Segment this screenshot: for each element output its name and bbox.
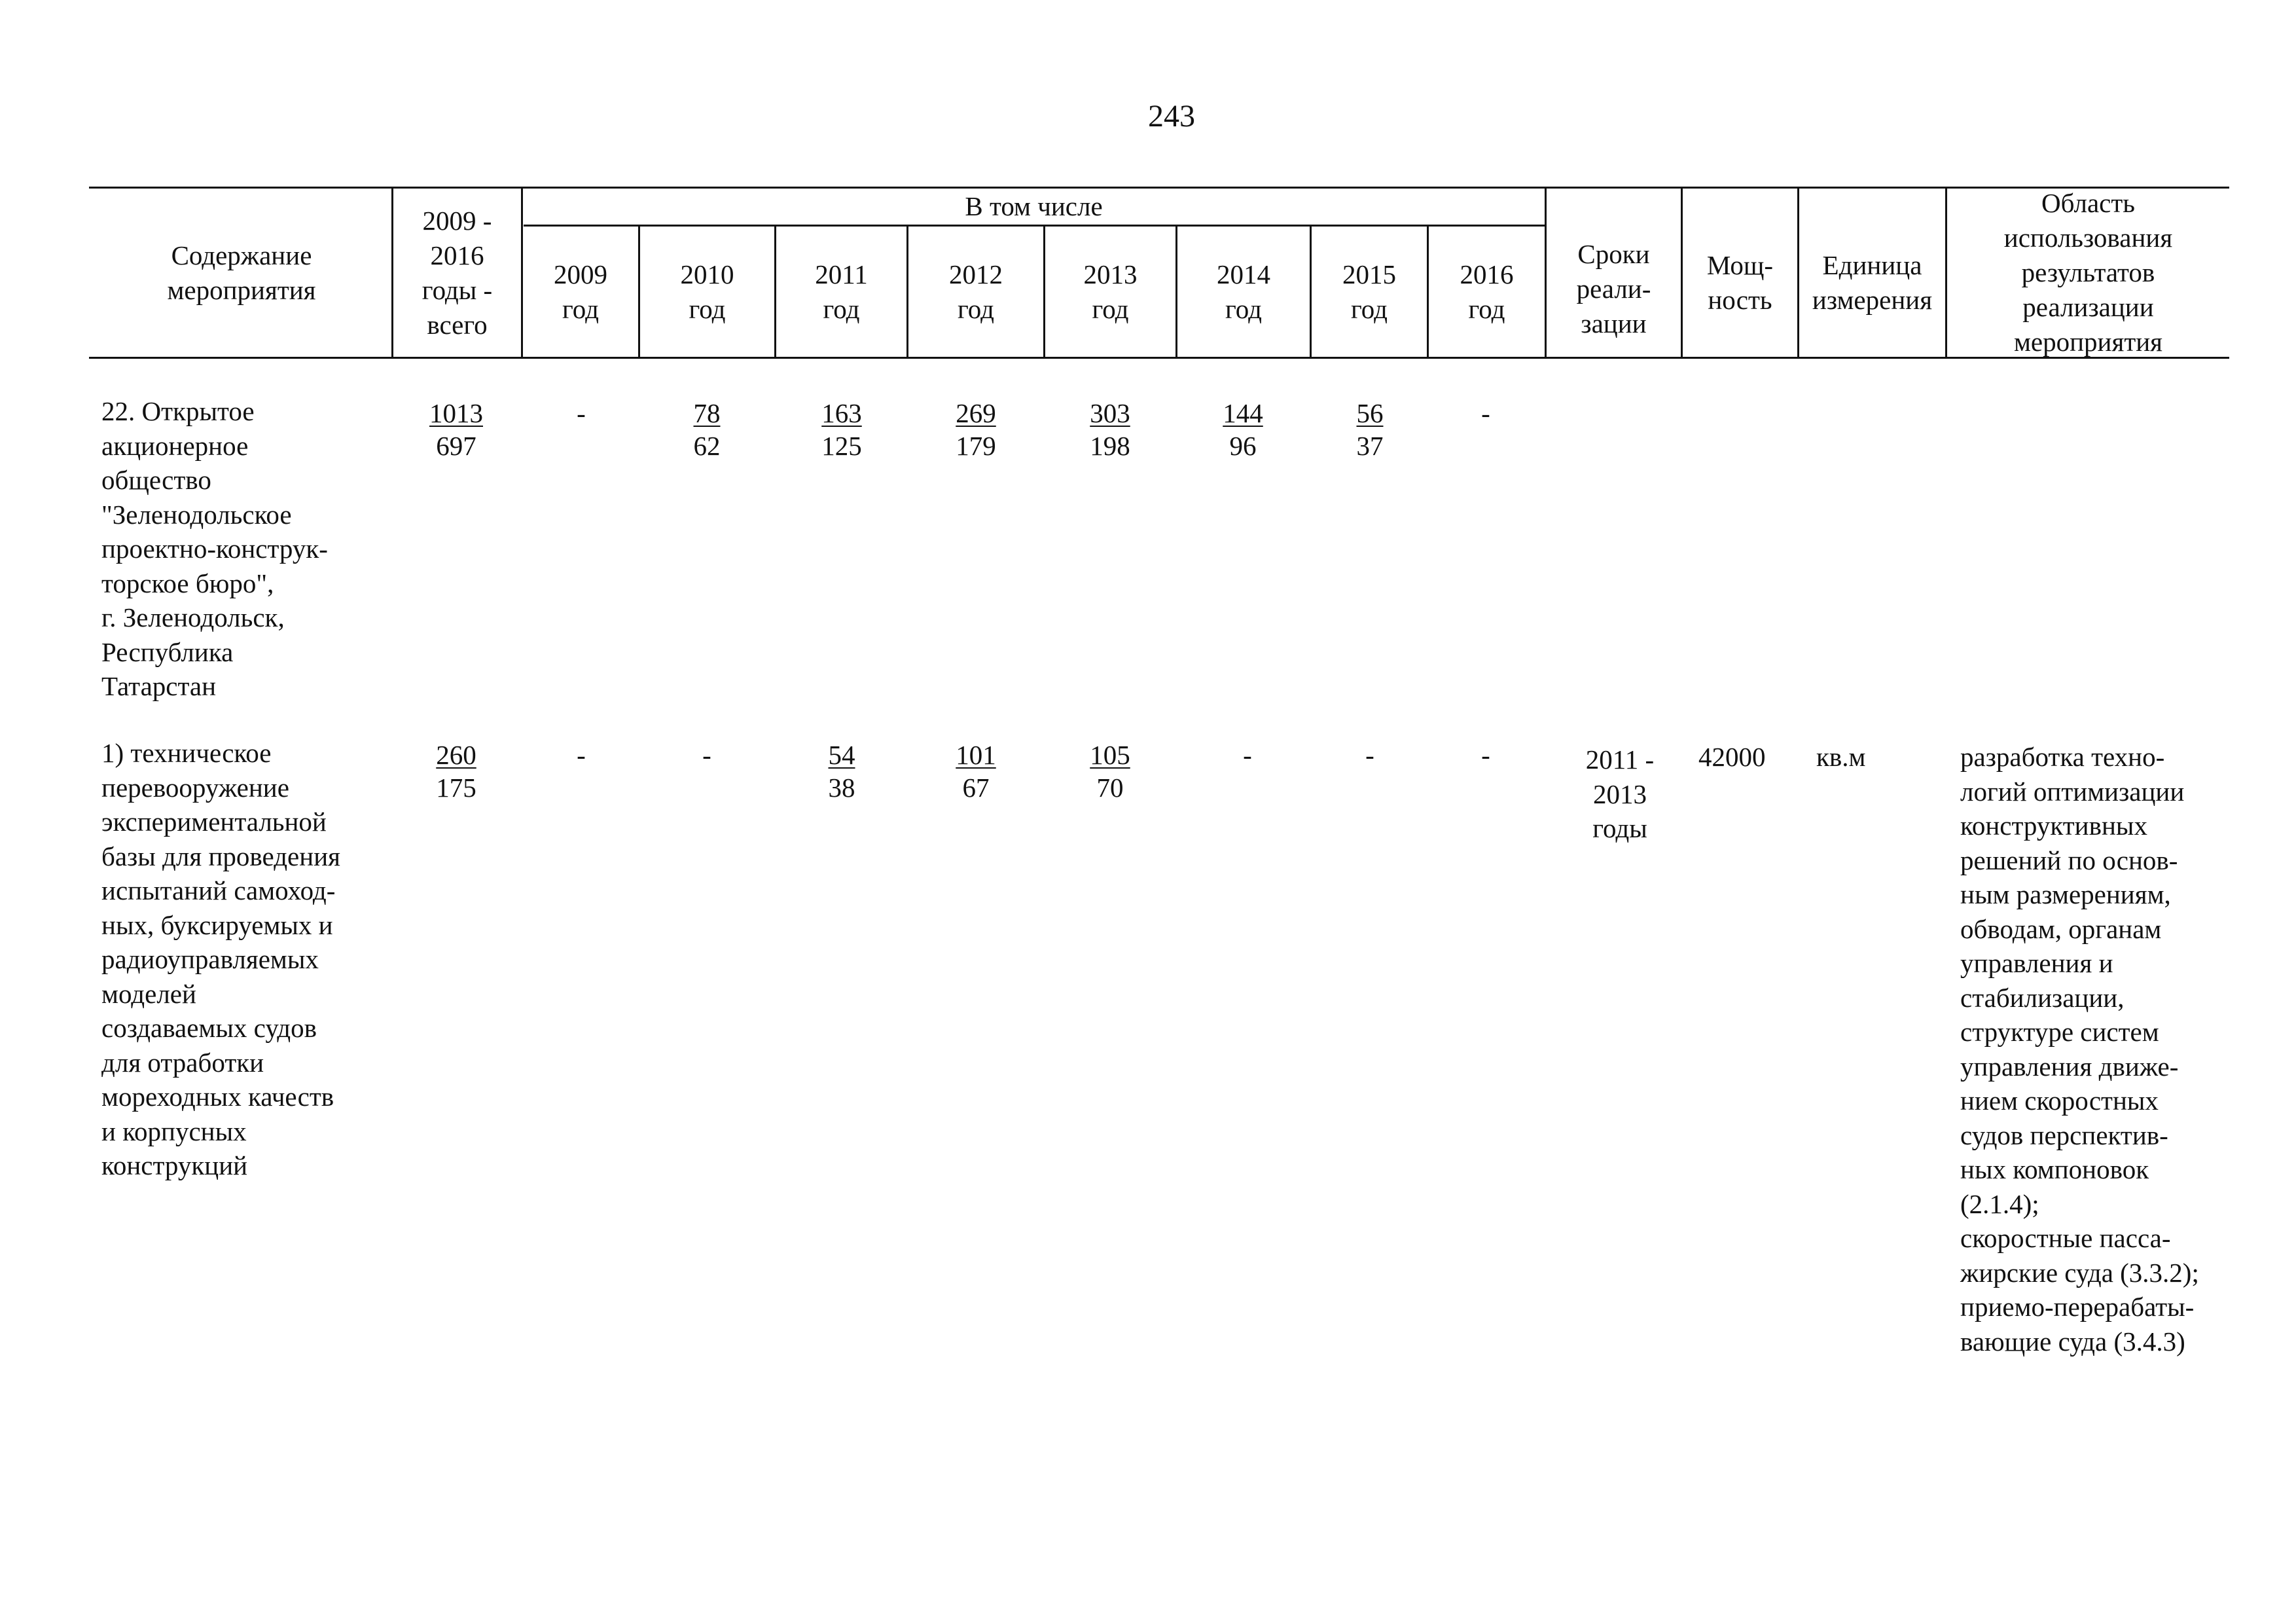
value-bottom: 125 — [821, 431, 862, 461]
year-2016-cell: - — [1481, 398, 1490, 428]
year-unit: год — [823, 293, 860, 324]
value-bottom: 38 — [828, 773, 855, 803]
header-unit: Единица измерения — [1812, 249, 1933, 315]
year-unit: год — [562, 293, 599, 324]
year-label: 2012 — [949, 259, 1003, 289]
value-bottom: 175 — [436, 773, 476, 803]
year-2012-cell: 269 179 — [937, 397, 1015, 462]
col-divider — [1427, 225, 1429, 358]
header-year-2009: 2009 год — [523, 227, 638, 357]
year-2010-cell: - — [702, 740, 711, 770]
header-total: 2009 - 2016 годы - всего — [422, 205, 493, 340]
row-content: 1) техническое перевооружение эксперимен… — [101, 738, 340, 1180]
year-2013-cell: 303 198 — [1071, 397, 1149, 462]
year-label: 2010 — [680, 259, 734, 289]
header-year-2010: 2010 год — [640, 227, 774, 357]
capacity-cell: 42000 — [1698, 742, 1766, 772]
year-2013-cell: 105 70 — [1071, 739, 1149, 804]
year-unit: год — [689, 293, 726, 324]
year-label: 2016 — [1460, 259, 1514, 289]
col-divider — [521, 187, 523, 358]
header-capacity: Мощ- ность — [1706, 249, 1774, 315]
value-bottom: 198 — [1090, 431, 1130, 461]
value-bottom: 179 — [956, 431, 996, 461]
year-2010-cell: 78 62 — [668, 397, 746, 462]
total-cell: 1013 697 — [417, 397, 495, 462]
header-year-2016: 2016 год — [1429, 227, 1545, 357]
year-label: 2013 — [1083, 259, 1138, 289]
value-top: 260 — [436, 740, 476, 770]
header-year-2013: 2013 год — [1045, 227, 1175, 357]
table-top-rule — [89, 187, 2229, 189]
col-divider — [774, 225, 776, 358]
year-2014-cell: 144 96 — [1204, 397, 1282, 462]
value-top: 54 — [828, 740, 855, 770]
row-content: 22. Открытое акционерное общество "Зелен… — [101, 396, 328, 701]
col-divider — [391, 187, 393, 358]
value-top: 144 — [1223, 398, 1263, 428]
col-divider — [638, 225, 640, 358]
value-bottom: 70 — [1096, 773, 1124, 803]
year-2014-cell: - — [1243, 740, 1252, 770]
year-2011-cell: 54 38 — [802, 739, 881, 804]
header-year-2015: 2015 год — [1312, 227, 1427, 357]
year-label: 2014 — [1217, 259, 1270, 289]
header-content: Содержание мероприятия — [167, 240, 316, 305]
col-divider — [1043, 225, 1045, 358]
header-year-2014: 2014 год — [1177, 227, 1310, 357]
year-unit: год — [1468, 293, 1505, 324]
year-unit: год — [958, 293, 994, 324]
value-bottom: 62 — [693, 431, 721, 461]
header-year-2012: 2012 год — [908, 227, 1043, 357]
col-divider — [1545, 187, 1547, 358]
col-divider — [906, 225, 908, 358]
header-terms: Сроки реали- зации — [1576, 239, 1651, 338]
header-year-2011: 2011 год — [776, 227, 906, 357]
year-2015-cell: - — [1365, 740, 1374, 770]
value-top: 1013 — [429, 398, 483, 428]
col-divider — [1681, 187, 1683, 358]
col-divider — [1310, 225, 1312, 358]
year-unit: год — [1351, 293, 1388, 324]
value-top: 78 — [693, 398, 721, 428]
col-divider — [1797, 187, 1799, 358]
year-2012-cell: 101 67 — [937, 739, 1015, 804]
group-header-rule — [524, 225, 1545, 227]
value-top: 163 — [821, 398, 862, 428]
year-label: 2009 — [554, 259, 607, 289]
year-2009-cell: - — [577, 398, 586, 428]
unit-cell: кв.м — [1816, 742, 1866, 772]
value-top: 105 — [1090, 740, 1130, 770]
value-top: 101 — [956, 740, 996, 770]
value-bottom: 697 — [436, 431, 476, 461]
total-cell: 260 175 — [417, 739, 495, 804]
header-area: Область использования результатов реализ… — [2003, 188, 2173, 357]
year-2009-cell: - — [577, 740, 586, 770]
col-divider — [1945, 187, 1947, 358]
value-top: 56 — [1356, 398, 1384, 428]
year-2011-cell: 163 125 — [802, 397, 881, 462]
value-bottom: 96 — [1229, 431, 1257, 461]
value-bottom: 67 — [962, 773, 990, 803]
year-label: 2015 — [1342, 259, 1396, 289]
year-unit: год — [1092, 293, 1129, 324]
col-divider — [1175, 225, 1177, 358]
value-bottom: 37 — [1356, 431, 1384, 461]
table-header-bottom-rule — [89, 357, 2229, 359]
value-top: 303 — [1090, 398, 1130, 428]
area-cell: разработка техно- логий оптимизации конс… — [1960, 742, 2199, 1357]
header-group-label: В том числе — [965, 191, 1103, 221]
value-top: 269 — [956, 398, 996, 428]
year-2015-cell: 56 37 — [1331, 397, 1409, 462]
year-2016-cell: - — [1481, 740, 1490, 770]
page-number: 243 — [1148, 99, 1195, 134]
year-label: 2011 — [815, 259, 868, 289]
terms-cell: 2011 - 2013 годы — [1585, 744, 1655, 843]
year-unit: год — [1225, 293, 1262, 324]
